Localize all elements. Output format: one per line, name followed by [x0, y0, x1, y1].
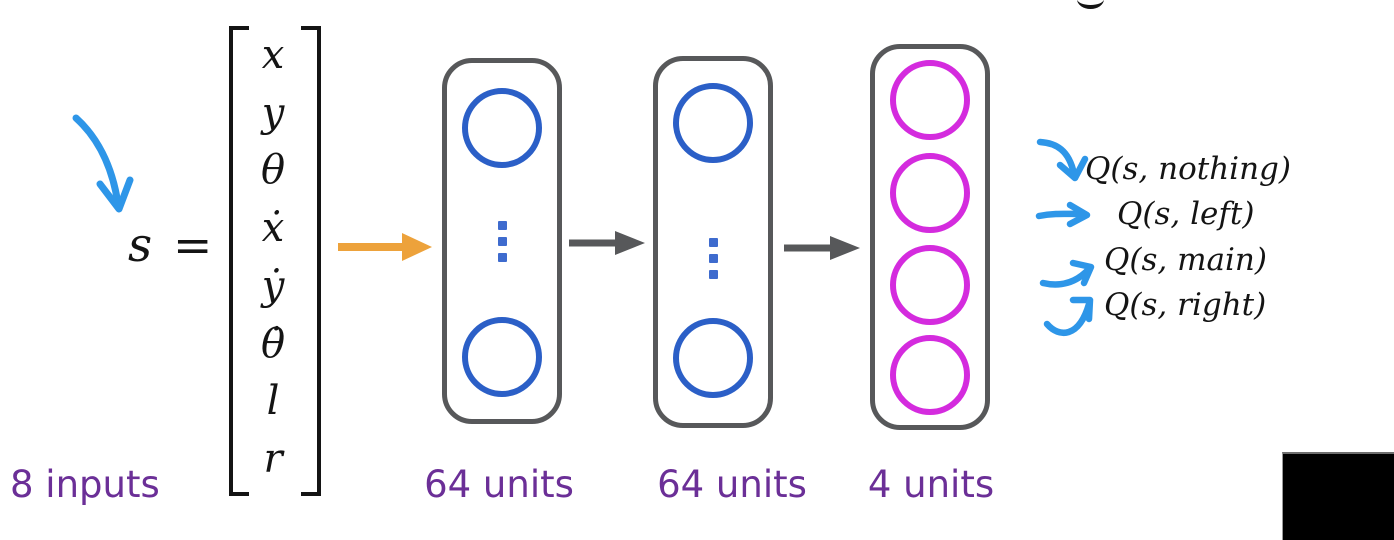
neuron-circle: [890, 335, 970, 415]
vertical-ellipsis-icon: [709, 238, 718, 279]
hidden-layer-1: [442, 58, 562, 424]
neuron-circle: [890, 153, 970, 233]
ellipsis-dot: [498, 253, 507, 262]
output-units-label: 4 units: [867, 463, 995, 506]
vector-entry-y: y: [261, 89, 285, 136]
annotation-arrow-to-state-icon: [72, 114, 134, 213]
video-overlay-box: [1282, 452, 1394, 540]
ellipsis-dot: [498, 221, 507, 230]
hidden-layer-2: [653, 56, 773, 428]
neuron-circle: [673, 318, 753, 398]
ellipsis-dot: [709, 238, 718, 247]
ellipsis-dot: [709, 254, 718, 263]
layer1-units-label: 64 units: [424, 463, 574, 506]
vector-left-bracket: [229, 26, 249, 496]
layer2-to-output-arrow-icon: [784, 236, 860, 260]
neuron-circle: [462, 317, 542, 397]
vector-entry-y-dot: ẏ: [261, 262, 285, 309]
q-value-nothing: Q(s, nothing): [1085, 151, 1291, 187]
neuron-circle: [890, 245, 970, 325]
vector-entry-x-dot: ẋ: [261, 205, 285, 252]
output-arrow-right-icon: [1043, 296, 1094, 336]
neuron-circle: [890, 60, 970, 140]
state-equation-lhs: s =: [128, 218, 216, 273]
neuron-circle: [673, 83, 753, 163]
vertical-ellipsis-icon: [498, 221, 507, 262]
output-arrow-main-icon: [1039, 259, 1095, 288]
state-vector: x y θ ẋ ẏ θ̇ l r: [243, 26, 303, 488]
output-layer: [870, 44, 990, 430]
q-value-left: Q(s, left): [1117, 196, 1255, 232]
q-value-main: Q(s, main): [1104, 242, 1267, 278]
ellipsis-dot: [498, 237, 507, 246]
vector-entry-theta: θ: [260, 147, 286, 194]
layer1-to-layer2-arrow-icon: [569, 231, 645, 255]
vector-entry-r: r: [263, 436, 283, 483]
vector-entry-l: l: [266, 378, 280, 425]
vector-entry-x: x: [261, 31, 285, 78]
neuron-circle: [462, 88, 542, 168]
vector-entry-theta-dot: θ̇: [260, 320, 286, 367]
layer2-units-label: 64 units: [657, 463, 807, 506]
q-value-right: Q(s, right): [1104, 287, 1267, 323]
input-count-label: 8 inputs: [10, 463, 160, 506]
output-arrow-left-icon: [1035, 201, 1091, 228]
ellipsis-dot: [709, 270, 718, 279]
input-arrow-icon: [338, 233, 432, 261]
cropped-stroke-fragment: [1077, 0, 1104, 9]
output-arrow-nothing-icon: [1036, 138, 1089, 182]
vector-right-bracket: [301, 26, 321, 496]
